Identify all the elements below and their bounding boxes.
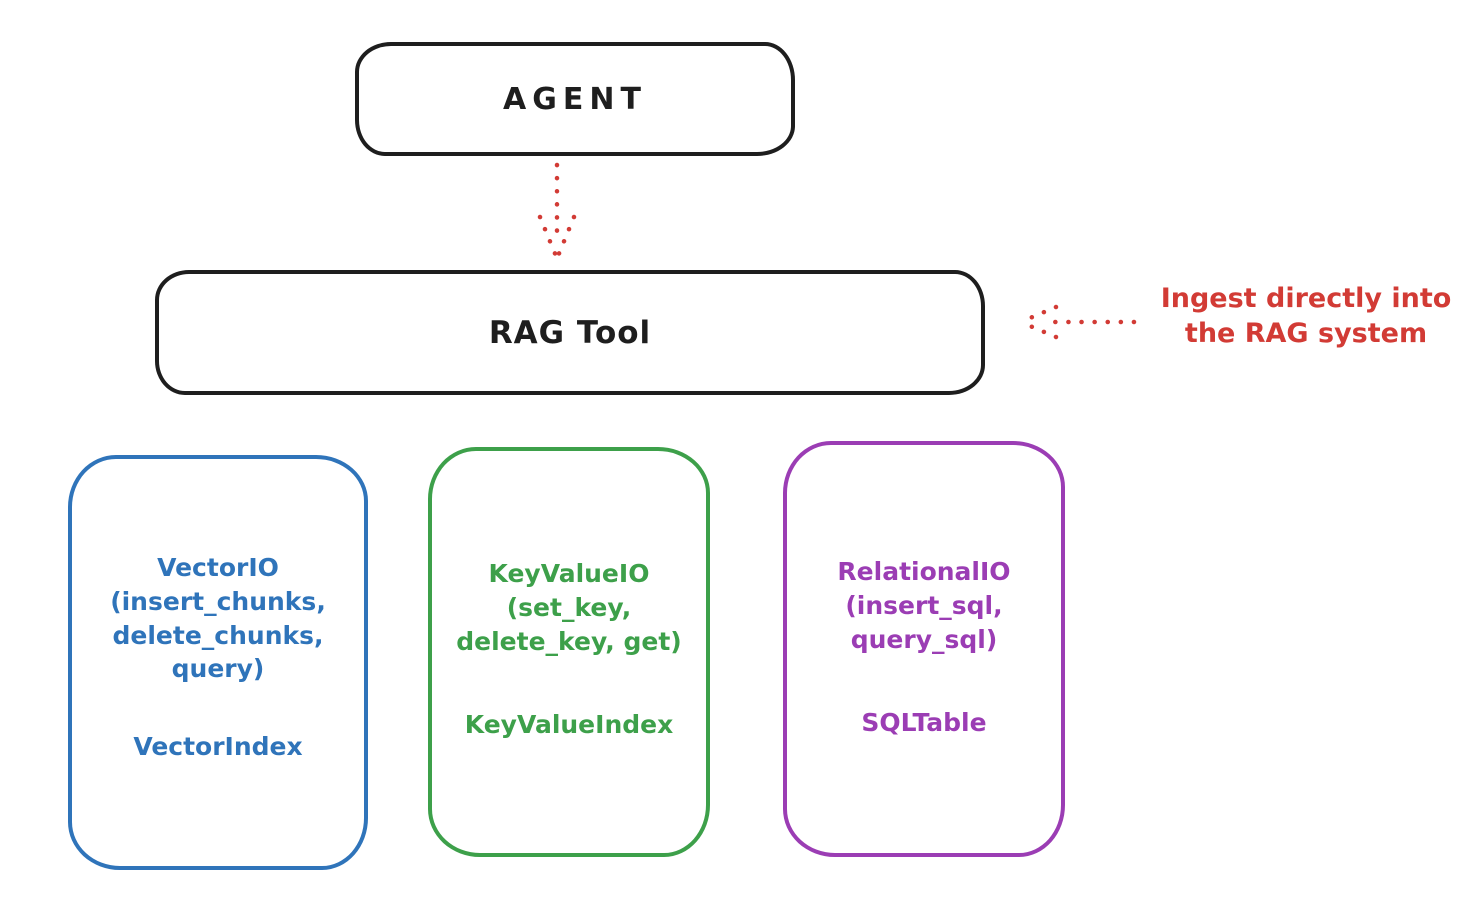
keyvalue-io-node: KeyValueIO (set_key, delete_key, get) Ke…: [428, 447, 710, 857]
ingest-arrow: [1020, 304, 1137, 340]
keyvalue-io-signature: KeyValueIO (set_key, delete_key, get): [456, 559, 682, 656]
sql-table-label: SQLTable: [861, 708, 987, 738]
arrow-head-left: [537, 214, 559, 259]
arrow-head-right: [555, 214, 577, 259]
ingest-annotation: Ingest directly into the RAG system: [1160, 283, 1452, 350]
arrow-head-top: [1020, 304, 1059, 324]
rag-tool-node-label: RAG Tool: [488, 314, 652, 351]
vector-index-label: VectorIndex: [133, 732, 303, 761]
agent-node-label: AGENT: [503, 81, 647, 117]
agent-node: AGENT: [355, 42, 795, 156]
keyvalue-index-label: KeyValueIndex: [464, 710, 674, 740]
relational-io-node: RelationalIO (insert_sql, query_sql) SQL…: [783, 441, 1065, 857]
rag-tool-node: RAG Tool: [155, 270, 985, 395]
relational-io-signature: RelationalIO (insert_sql, query_sql): [837, 557, 1011, 654]
arrow-head-bottom: [1020, 320, 1059, 340]
vector-io-signature: VectorIO (insert_chunks, delete_chunks, …: [110, 553, 326, 684]
agent-to-rag-arrow: [537, 162, 577, 259]
vector-io-node: VectorIO (insert_chunks, delete_chunks, …: [68, 455, 368, 870]
